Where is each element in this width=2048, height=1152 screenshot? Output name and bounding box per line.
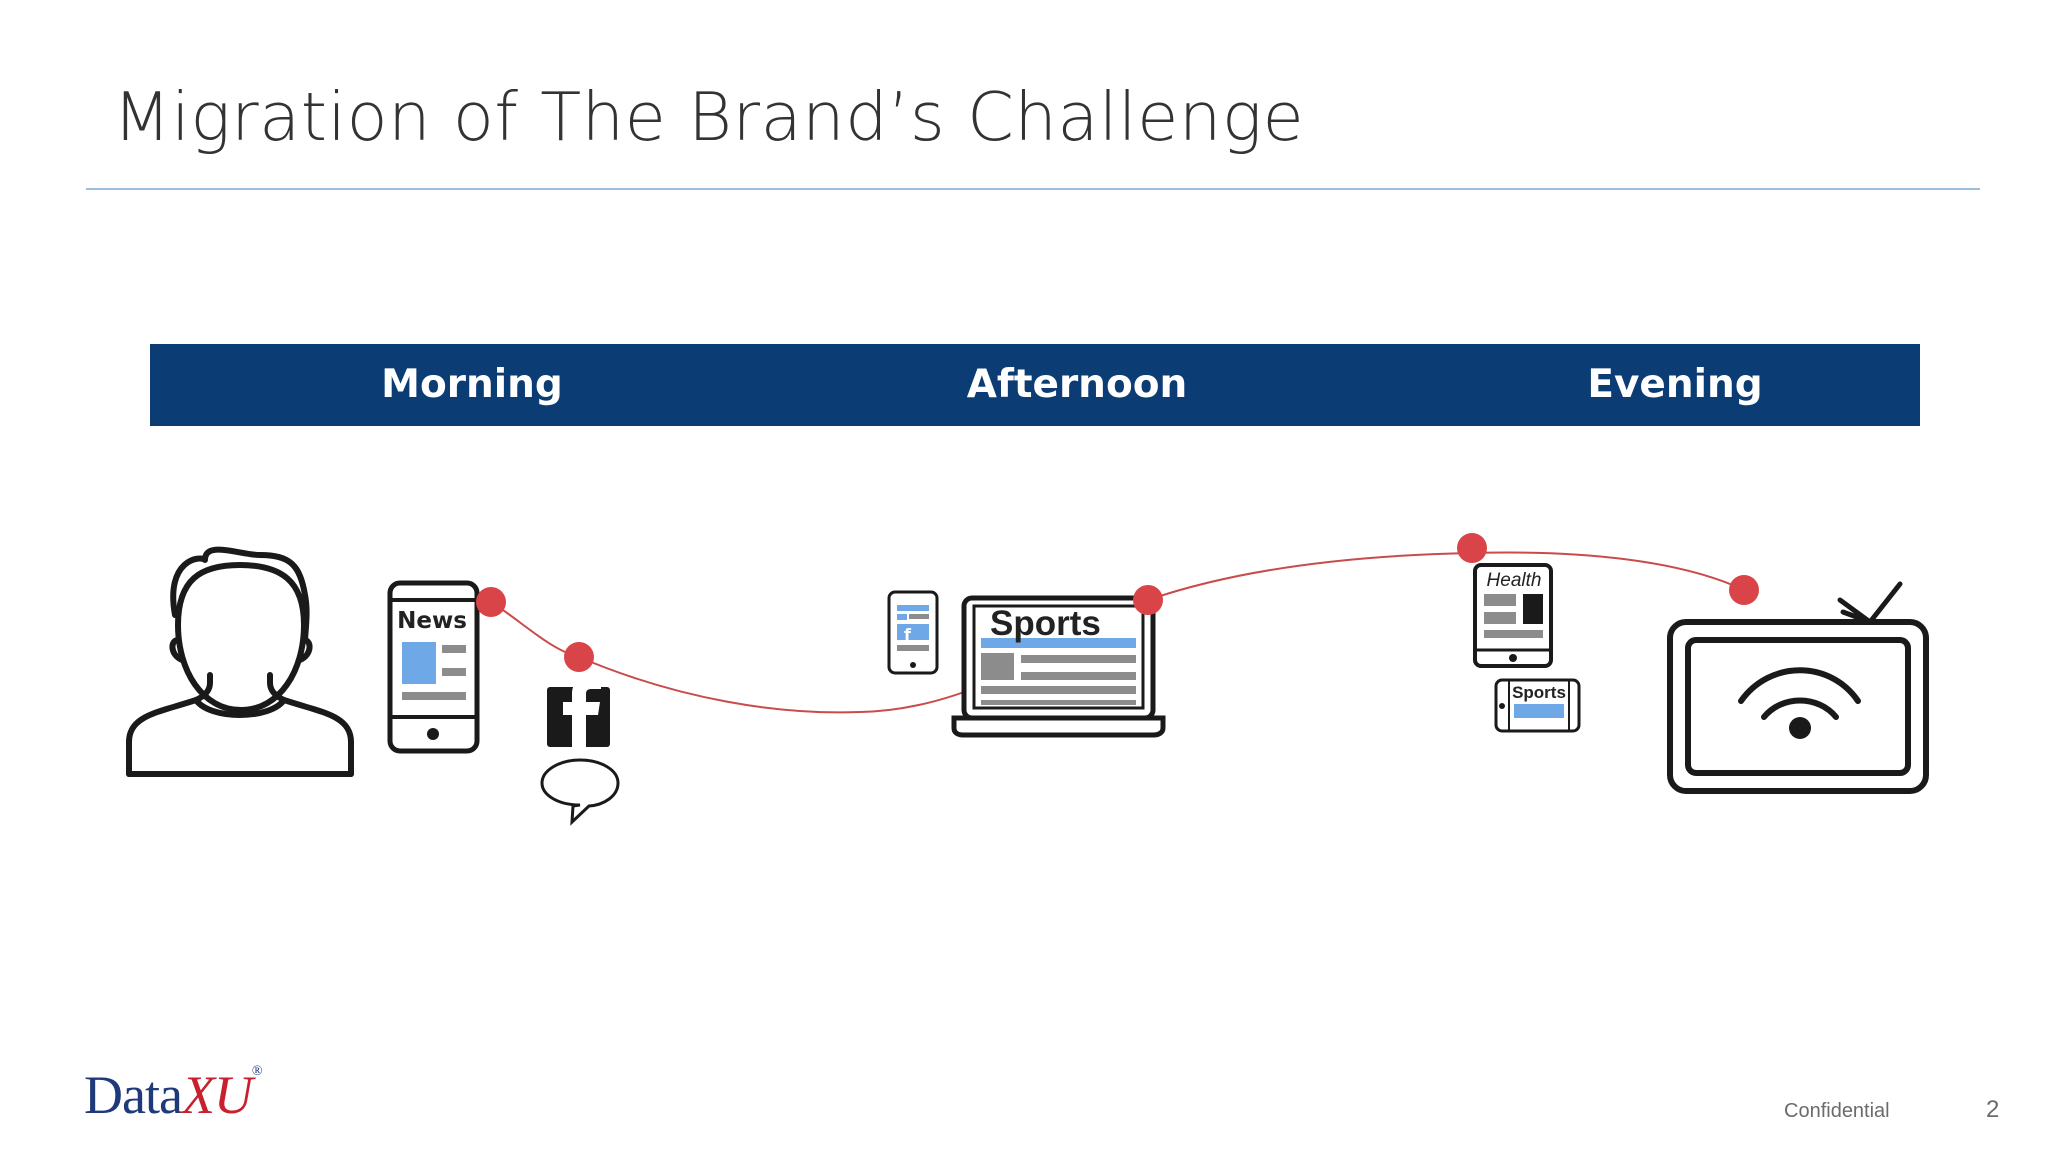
phone-icon: News (387, 580, 480, 754)
phone-sports-label: Sports (1512, 683, 1566, 702)
page-number: 2 (1986, 1096, 2000, 1123)
logo-registered-mark: ® (251, 1064, 263, 1079)
band-label-evening: Evening (1587, 362, 1763, 407)
title-divider (86, 188, 1980, 190)
speech-bubble-icon (540, 758, 620, 826)
laptop-sports-label: Sports (990, 604, 1101, 643)
journey-dot (1457, 533, 1487, 563)
journey-dot (1133, 585, 1163, 615)
tablet-icon: Health (1473, 563, 1553, 668)
time-of-day-band: Morning Afternoon Evening (150, 344, 1920, 426)
slide-title: Migration of The Brand’s Challenge (113, 78, 1305, 156)
journey-dot (564, 642, 594, 672)
band-label-afternoon: Afternoon (966, 362, 1188, 407)
phone-icon: f (887, 590, 939, 675)
person-icon (126, 546, 354, 777)
facebook-icon (547, 677, 610, 747)
tv-icon (1667, 581, 1929, 794)
logo-text-accent: XU (181, 1065, 253, 1125)
band-label-morning: Morning (381, 362, 563, 407)
tablet-health-label: Health (1487, 570, 1542, 591)
phone-news-label: News (397, 608, 467, 634)
confidential-label: Confidential (1784, 1100, 1890, 1122)
laptop-icon: Sports (951, 595, 1166, 738)
dataxu-logo: DataXU® (84, 1064, 263, 1125)
phone-icon: Sports (1494, 678, 1581, 733)
journey-dot (1729, 575, 1759, 605)
svg-text:f: f (904, 625, 912, 644)
logo-text-main: Data (84, 1065, 183, 1125)
journey-dot (476, 587, 506, 617)
